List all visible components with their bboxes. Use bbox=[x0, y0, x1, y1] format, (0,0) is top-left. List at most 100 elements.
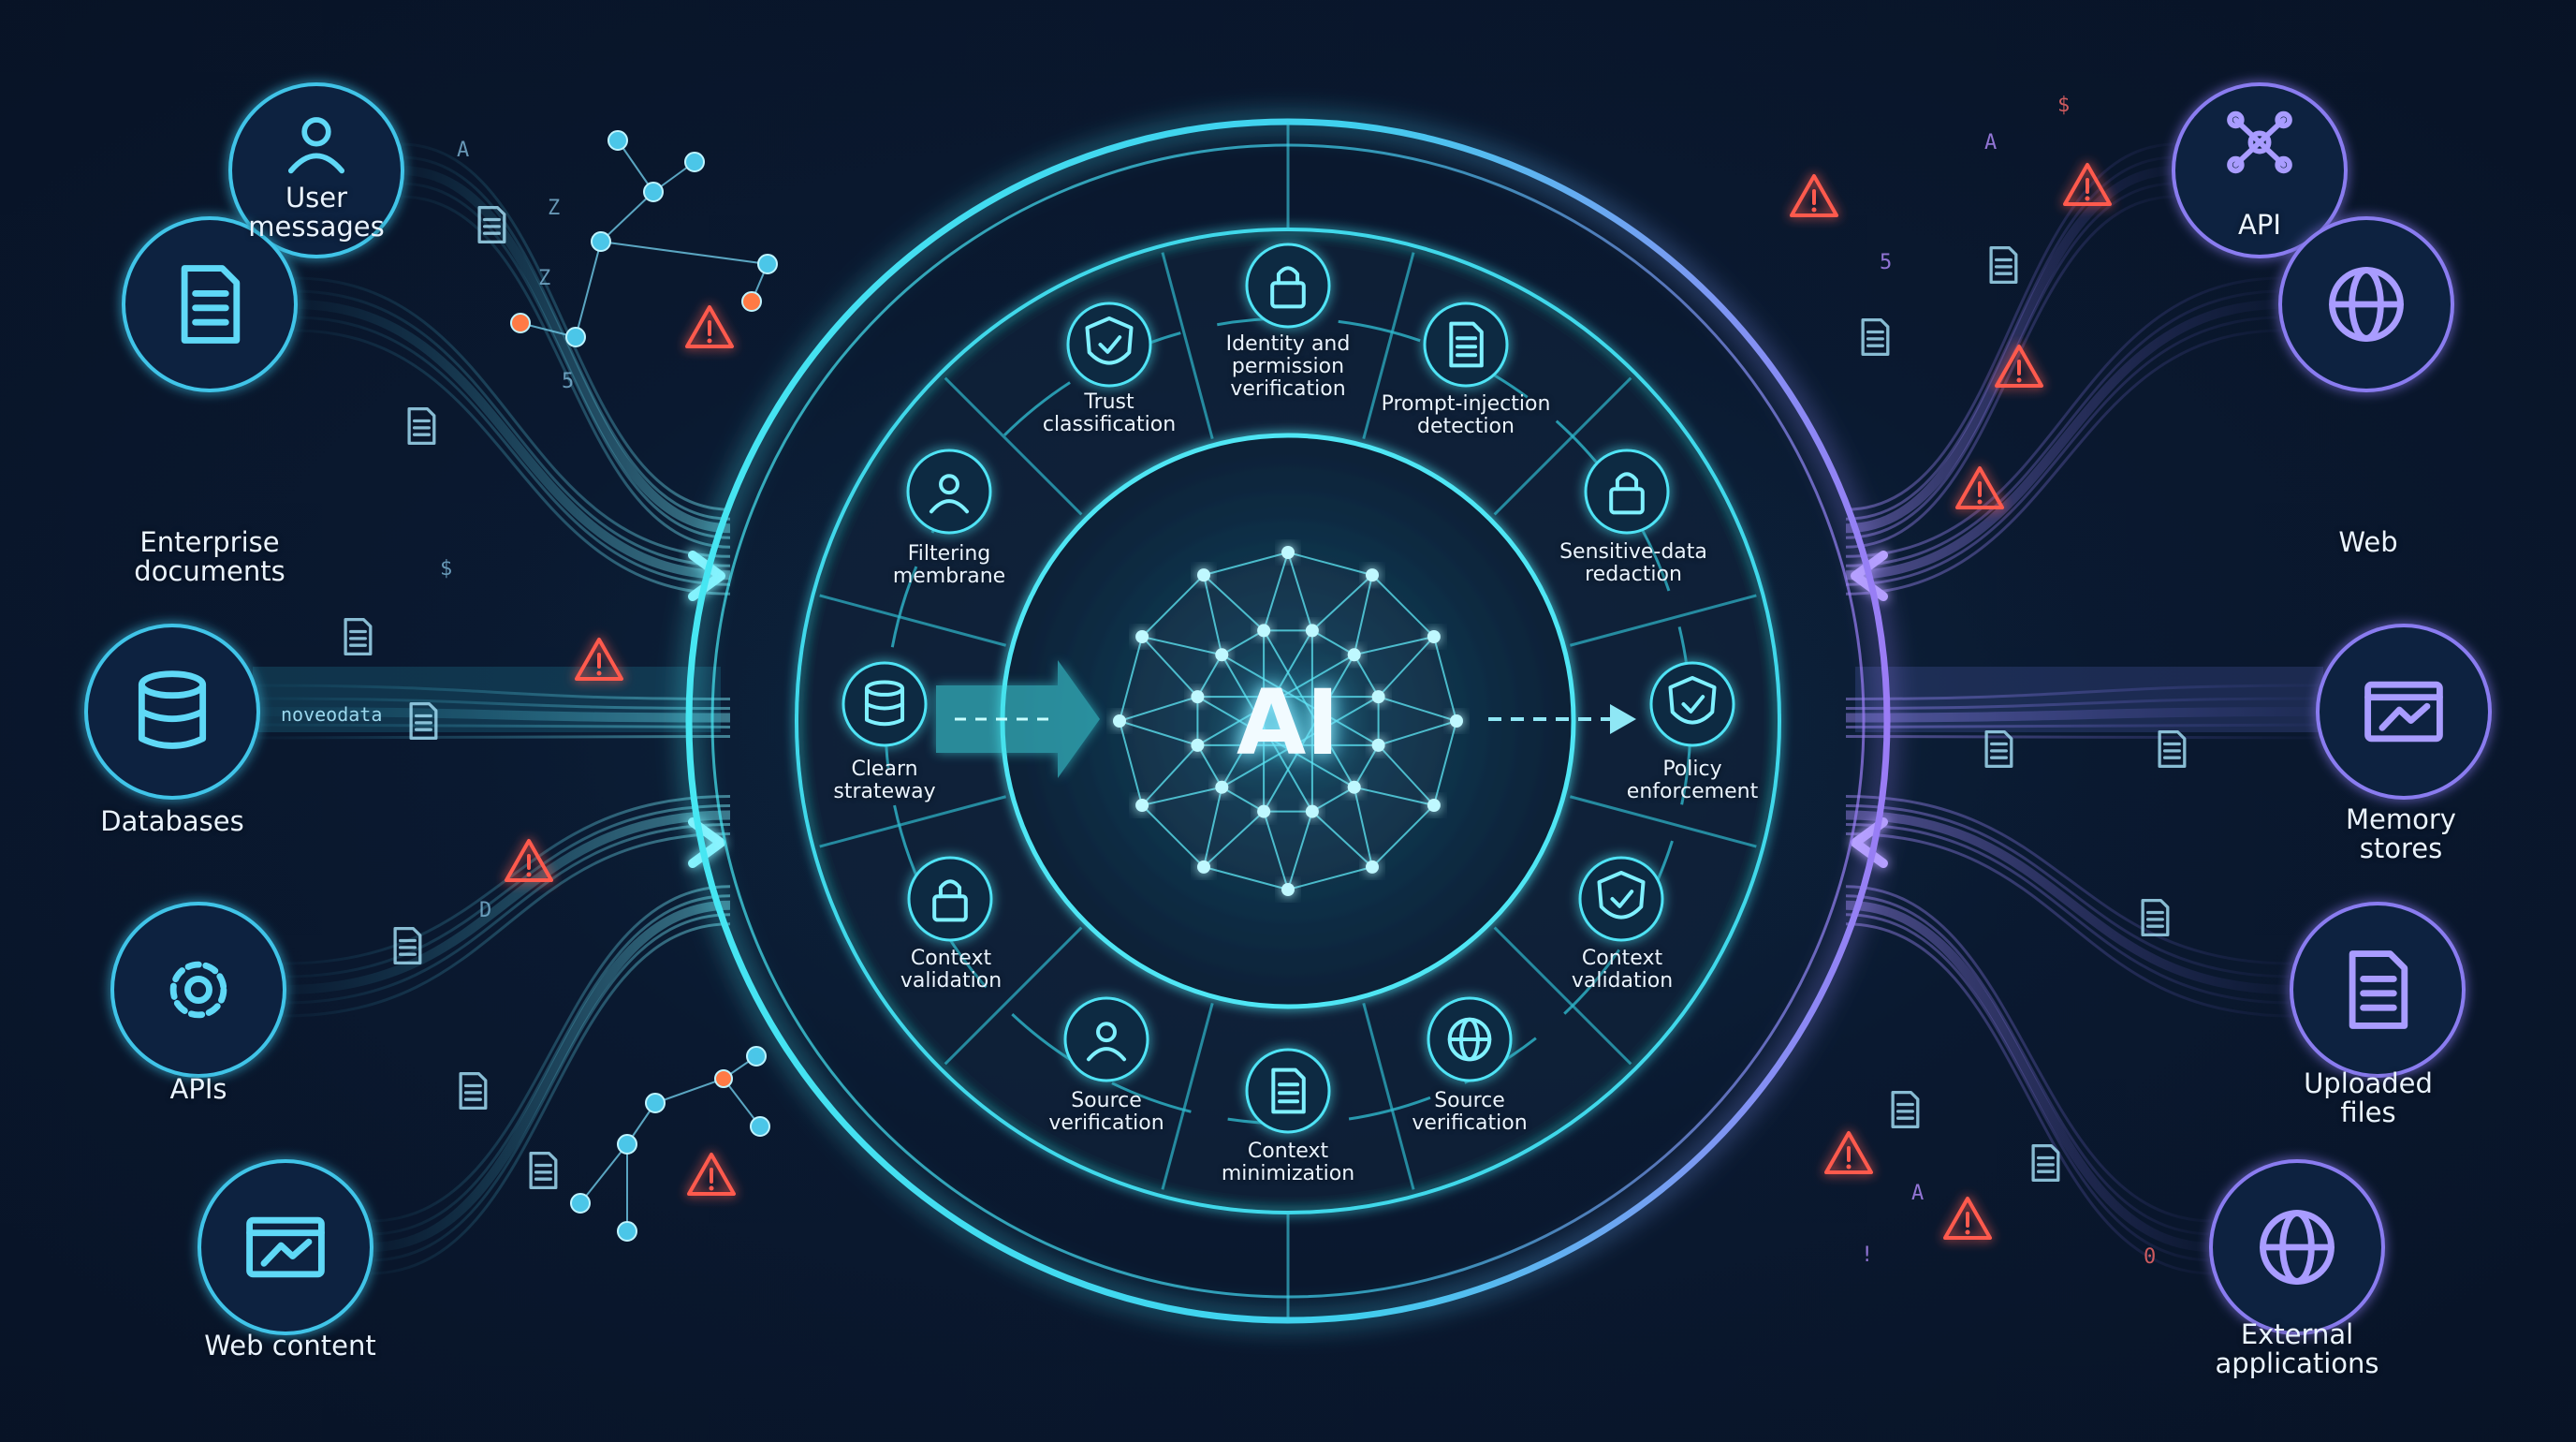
network-icon bbox=[2227, 110, 2292, 174]
stream-token: Z bbox=[538, 267, 551, 290]
stage-label-trust-classification-line: Trust bbox=[1084, 390, 1134, 414]
source-badge-user-messages bbox=[228, 82, 404, 258]
flow-left-strand bbox=[400, 155, 731, 521]
source-label-uploaded-files-line: files bbox=[2340, 1096, 2396, 1129]
stage-label-context-validation-right-line: validation bbox=[1571, 968, 1674, 993]
source-badges bbox=[84, 82, 2492, 1335]
db-lock-icon bbox=[1609, 472, 1645, 515]
graph-node bbox=[750, 1116, 770, 1137]
source-badge-web-content bbox=[198, 1159, 373, 1335]
flow-right-strand bbox=[1845, 885, 2214, 1223]
flow-left-strand bbox=[369, 913, 731, 1262]
stage-badge-context-validation-left bbox=[907, 856, 993, 942]
network-node bbox=[1371, 690, 1385, 704]
warning-icon bbox=[505, 839, 553, 882]
flow-right-strand bbox=[1845, 684, 2320, 700]
network-node bbox=[1191, 690, 1205, 704]
person-warning-icon bbox=[929, 474, 970, 514]
network-node bbox=[1257, 804, 1271, 818]
flow-left-strand bbox=[293, 329, 731, 596]
document-icon bbox=[407, 406, 436, 446]
stage-badge-filtering-membrane bbox=[906, 449, 992, 535]
flow-left-strand bbox=[369, 900, 731, 1252]
stage-icons bbox=[842, 243, 1735, 1134]
chat-person-icon bbox=[287, 117, 345, 174]
document-icon bbox=[477, 205, 506, 244]
stage-badge-source-verification-right bbox=[1427, 996, 1513, 1082]
shield-check-icon bbox=[1085, 316, 1134, 365]
source-label-web-content: Web content bbox=[150, 1331, 431, 1361]
file-icon bbox=[2349, 950, 2408, 1029]
segment-divider bbox=[1161, 252, 1214, 440]
stage-label-context-validation-right-line: Context bbox=[1581, 947, 1663, 970]
network-node bbox=[1135, 799, 1149, 812]
network-node bbox=[1197, 568, 1210, 582]
flow-left-strand bbox=[256, 735, 731, 740]
stage-badge-sensitive-data bbox=[1584, 449, 1670, 535]
flow-right-strand bbox=[1845, 707, 2320, 723]
flow-right-strand bbox=[1845, 289, 2283, 567]
stage-label-context-minimization-line: minimization bbox=[1221, 1161, 1355, 1185]
stage-label-context-validation-left-line: validation bbox=[900, 968, 1003, 993]
person-check-icon bbox=[1086, 1022, 1127, 1062]
stage-badge-identity-verification bbox=[1245, 243, 1331, 329]
graph-node bbox=[565, 327, 586, 347]
flow-right-strand bbox=[1845, 155, 2176, 521]
document-icon bbox=[1989, 245, 2018, 285]
flow-right-strand bbox=[1845, 166, 2176, 534]
app-globe-icon bbox=[2260, 1210, 2334, 1285]
source-badge-enterprise-documents bbox=[122, 216, 298, 392]
flow-right-strand bbox=[1845, 803, 2294, 978]
document-icon bbox=[2141, 898, 2170, 937]
gears-icon bbox=[169, 961, 227, 1019]
segment-divider bbox=[1493, 926, 1632, 1066]
stage-label-identity-verification-line: verification bbox=[1230, 376, 1346, 401]
globe-gear-icon bbox=[2329, 267, 2404, 342]
stage-badge-trust-classification bbox=[1066, 302, 1152, 388]
inner-arrows bbox=[936, 660, 1636, 778]
stream-token: ! bbox=[1861, 1243, 1874, 1267]
flow-right-strand bbox=[1845, 913, 2214, 1262]
globe-icon bbox=[1447, 1017, 1492, 1062]
window-chart-icon bbox=[2364, 681, 2443, 743]
segment-divider bbox=[1569, 594, 1757, 647]
network-node bbox=[1305, 804, 1319, 818]
graph-node bbox=[617, 1221, 637, 1242]
stage-label-source-verification-right-line: verification bbox=[1412, 1111, 1528, 1135]
flow-left-strand bbox=[282, 822, 731, 1005]
source-badge-uploaded-files bbox=[2290, 902, 2466, 1078]
source-label-api-line: API bbox=[2238, 209, 2281, 241]
flow-left-strand bbox=[400, 195, 731, 549]
graph-node bbox=[607, 130, 628, 151]
warning-icon bbox=[685, 305, 734, 348]
flow-left-strand bbox=[293, 316, 731, 586]
shield-check-icon bbox=[1668, 676, 1717, 725]
flow-right-strand bbox=[1845, 810, 2294, 994]
document-icon bbox=[2158, 729, 2187, 769]
flow-left-strand bbox=[256, 707, 731, 723]
network-node bbox=[1450, 714, 1463, 728]
network-node bbox=[1281, 546, 1295, 559]
segment-divider bbox=[944, 926, 1083, 1066]
segment-divider bbox=[819, 594, 1007, 647]
graph-node bbox=[714, 1069, 733, 1088]
stage-label-context-minimization-line: Context bbox=[1247, 1140, 1329, 1163]
warning-icon bbox=[2063, 163, 2112, 206]
data-band-left bbox=[253, 667, 721, 732]
graph-node bbox=[643, 182, 664, 202]
stage-label-policy-enforcement-line: Policy bbox=[1662, 758, 1722, 781]
flow-left-strand bbox=[293, 276, 731, 558]
flow-right-strand bbox=[1845, 894, 2214, 1236]
warning-icon bbox=[1790, 174, 1838, 217]
ai-core-label: AI bbox=[1236, 670, 1339, 775]
